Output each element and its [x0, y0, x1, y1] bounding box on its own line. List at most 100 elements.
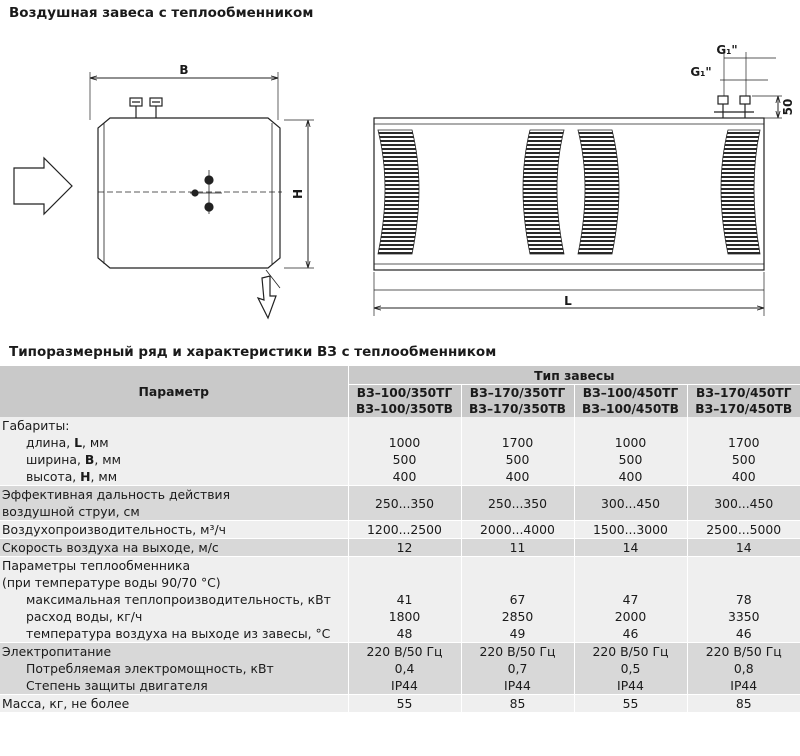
table-cell: 48	[347, 625, 461, 643]
side-body-outline	[97, 117, 281, 269]
side-view	[13, 72, 314, 320]
table-cell: IP44	[686, 677, 800, 695]
fan-grille-icon	[522, 129, 565, 255]
table-row: ширина, B, мм 500 500 500 500	[0, 451, 800, 468]
table-cell: 250...350	[460, 485, 574, 521]
dimension-l: L	[564, 294, 572, 308]
table-row: Скорость воздуха на выходе, м/с 12 11 14…	[0, 538, 800, 557]
table-row: Степень защиты двигателя IP44 IP44 IP44 …	[0, 677, 800, 695]
table-cell: 400	[573, 468, 687, 486]
table-cell: 55	[347, 694, 461, 712]
table-row: Электропитание 220 В/50 Гц 220 В/50 Гц 2…	[0, 642, 800, 660]
row-label: Габариты:	[0, 417, 348, 434]
row-label: максимальная теплопроизводительность, кВ…	[0, 591, 348, 608]
param-header: Параметр	[138, 384, 210, 399]
table-cell: 500	[347, 451, 461, 468]
drawing-title: Воздушная завеса с теплообменником	[9, 5, 314, 21]
table-cell: 46	[573, 625, 687, 643]
table-cell: 500	[686, 451, 800, 468]
table-row: воздушной струи, см	[0, 503, 800, 521]
table-cell: IP44	[460, 677, 574, 695]
table-row: высота, H, мм 400 400 400 400	[0, 468, 800, 486]
table-row: Эффективная дальность действия 250...350…	[0, 485, 800, 521]
front-body-outline	[373, 117, 765, 271]
row-label: высота, H, мм	[0, 468, 348, 486]
row-label: Электропитание	[0, 642, 348, 660]
table-cell: 300...450	[686, 485, 800, 521]
row-label: длина, L, мм	[0, 434, 348, 451]
table-row: Габариты:	[0, 417, 800, 434]
table-cell: 1500...3000	[573, 520, 687, 539]
table-row: Воздухопроизводительность, м³/ч 1200...2…	[0, 520, 800, 539]
table-cell: 500	[573, 451, 687, 468]
table-cell: 0,4	[347, 660, 461, 677]
row-label: Эффективная дальность действия	[0, 485, 348, 503]
row-label: Потребляемая электромощность, кВт	[0, 660, 348, 677]
type-header: Тип завесы	[347, 366, 800, 385]
table-cell: 85	[460, 694, 574, 712]
table-row: температура воздуха на выходе из завесы,…	[0, 625, 800, 643]
table-cell: 0,7	[460, 660, 574, 677]
table-cell: 78	[686, 591, 800, 608]
table-cell: 14	[573, 538, 687, 557]
table-row: длина, L, мм 1000 1700 1000 1700	[0, 434, 800, 451]
table-cell: 1700	[686, 434, 800, 451]
row-label: Масса, кг, не более	[0, 694, 348, 712]
table-cell: 67	[460, 591, 574, 608]
dimension-h: H	[291, 189, 305, 199]
table-row: Потребляемая электромощность, кВт 0,4 0,…	[0, 660, 800, 677]
table-title: Типоразмерный ряд и характеристики ВЗ с …	[9, 344, 497, 360]
table-row: (при температуре воды 90/70 °С)	[0, 574, 800, 591]
front-view	[373, 52, 782, 316]
table-cell: 220 В/50 Гц	[347, 642, 461, 660]
table-cell: 0,5	[573, 660, 687, 677]
table-cell: 14	[686, 538, 800, 557]
air-inlet-arrow-icon	[13, 156, 73, 216]
table-cell: IP44	[347, 677, 461, 695]
table-row: максимальная теплопроизводительность, кВ…	[0, 591, 800, 608]
row-label: воздушной струи, см	[0, 503, 348, 521]
table-cell: 220 В/50 Гц	[573, 642, 687, 660]
pipe-connection-icon	[739, 95, 751, 105]
technical-drawing: B H L G₁" G₁" 50	[13, 43, 795, 320]
table-cell: 2000	[573, 608, 687, 625]
table-cell: 85	[686, 694, 800, 712]
table-cell: 400	[460, 468, 574, 486]
table-row: Масса, кг, не более 55 85 55 85	[0, 694, 800, 712]
table-cell: 220 В/50 Гц	[686, 642, 800, 660]
table-cell: 0,8	[686, 660, 800, 677]
table-cell: 220 В/50 Гц	[460, 642, 574, 660]
table-cell: 46	[686, 625, 800, 643]
row-label: Скорость воздуха на выходе, м/с	[0, 538, 348, 557]
table-cell: 11	[460, 538, 574, 557]
dimension-50: 50	[781, 99, 795, 116]
table-cell: 2000...4000	[460, 520, 574, 539]
row-label: температура воздуха на выходе из завесы,…	[0, 625, 348, 643]
table-cell: 12	[347, 538, 461, 557]
table-cell: IP44	[573, 677, 687, 695]
row-label: (при температуре воды 90/70 °С)	[0, 574, 348, 591]
table-cell: 2500...5000	[686, 520, 800, 539]
table-cell: 1000	[573, 434, 687, 451]
fan-grille-icon	[377, 129, 420, 255]
table-cell: 250...350	[347, 485, 461, 521]
table-cell: 1000	[347, 434, 461, 451]
row-label: Параметры теплообменника	[0, 556, 348, 574]
table-cell: 1800	[347, 608, 461, 625]
dimension-g1-top: G₁"	[716, 43, 737, 57]
table-cell: 500	[460, 451, 574, 468]
table-cell: 1200...2500	[347, 520, 461, 539]
table-cell: 2850	[460, 608, 574, 625]
table-row: Параметры теплообменника	[0, 556, 800, 574]
pipe-connection-icon	[717, 95, 729, 105]
table-cell: 55	[573, 694, 687, 712]
dimension-b: B	[179, 63, 188, 77]
table-cell: 47	[573, 591, 687, 608]
air-outlet-arrow-icon	[256, 275, 277, 320]
row-label: расход воды, кг/ч	[0, 608, 348, 625]
fan-grille-icon	[720, 129, 761, 255]
